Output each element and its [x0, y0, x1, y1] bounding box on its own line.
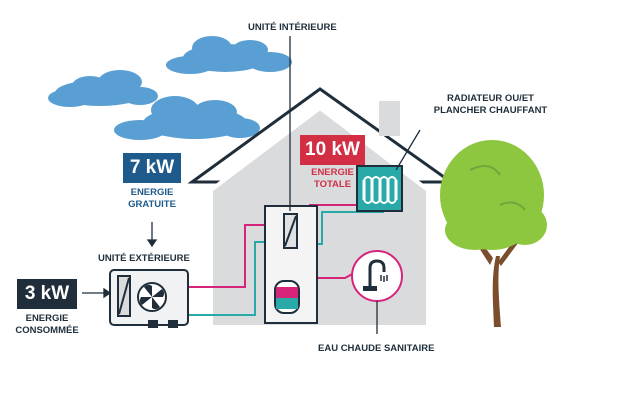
free-energy-caption-line2: GRATUITE	[128, 199, 176, 210]
consumed-energy-value-box: 3 kW	[17, 279, 77, 309]
free-energy-caption: ENERGIE GRATUITE	[118, 187, 186, 211]
fan-icon	[137, 282, 167, 312]
free-energy-value-box: 7 kW	[123, 153, 181, 183]
total-energy-caption-line2: TOTALE	[313, 179, 352, 190]
leader-lines	[82, 36, 421, 334]
cloud-icon	[114, 96, 260, 140]
outdoor-unit-label: UNITÉ EXTÉRIEURE	[98, 253, 190, 264]
faucet-icon	[351, 250, 403, 302]
indoor-unit-label: UNITÉ INTÉRIEURE	[248, 22, 337, 33]
total-energy-caption-line1: ENERGIE	[311, 167, 354, 178]
hot-water-label: EAU CHAUDE SANITAIRE	[318, 343, 435, 354]
consumed-energy-caption: ENERGIE CONSOMMÉE	[7, 313, 87, 337]
radiator-label-line1: RADIATEUR OU/ET	[447, 93, 534, 104]
radiator-icon	[356, 165, 403, 212]
cloud-icon	[166, 36, 292, 74]
tree-icon	[440, 140, 547, 327]
cloud-icon	[48, 70, 158, 107]
consumed-energy-caption-line1: ENERGIE	[25, 313, 69, 324]
tank-icon	[274, 280, 300, 314]
free-energy-caption-line1: ENERGIE	[130, 187, 174, 198]
radiator-label: RADIATEUR OU/ET PLANCHER CHAUFFANT	[428, 93, 553, 117]
total-energy-value-box: 10 kW	[300, 135, 365, 165]
radiator-label-line2: PLANCHER CHAUFFANT	[433, 105, 548, 116]
total-energy-caption: ENERGIE TOTALE	[300, 167, 365, 191]
consumed-energy-caption-line2: CONSOMMÉE	[15, 325, 79, 336]
